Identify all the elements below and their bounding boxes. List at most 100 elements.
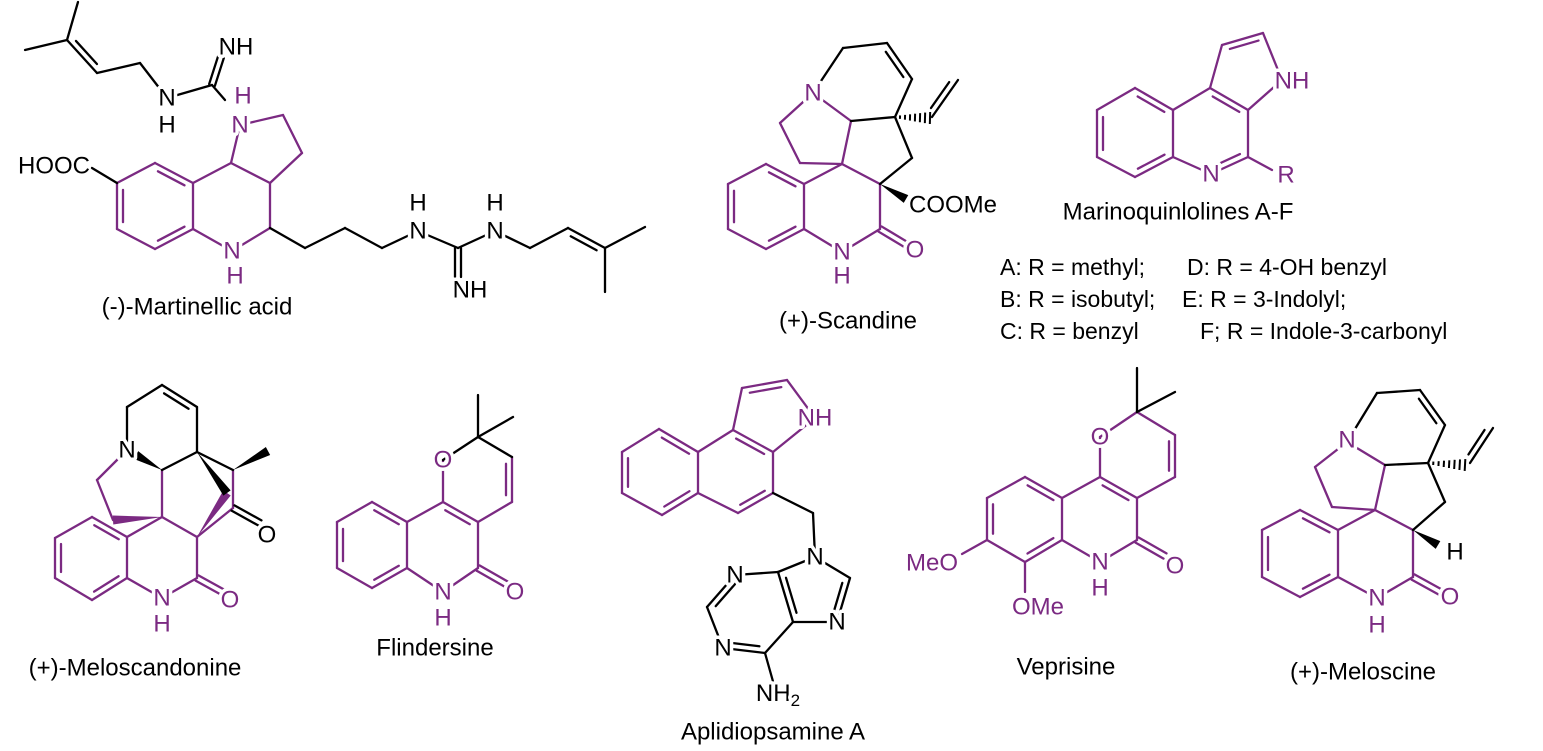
bond <box>763 620 795 655</box>
double-bond-inner <box>1136 95 1166 114</box>
bond <box>191 227 234 253</box>
atom-o: O <box>906 237 925 264</box>
compound-name-scandine: (+)-Scandine <box>779 308 917 335</box>
bond <box>238 113 285 127</box>
bond <box>893 115 914 160</box>
bond <box>893 77 914 119</box>
atom-h: H <box>434 605 451 632</box>
meo-label: MeO <box>906 550 958 577</box>
atom-n: N <box>726 562 743 589</box>
bond <box>657 427 700 454</box>
bond <box>878 156 914 186</box>
bond <box>620 427 661 454</box>
bond <box>696 428 735 454</box>
atom-h: H <box>226 263 243 290</box>
atom-n: N <box>1202 161 1219 188</box>
bond <box>370 566 409 590</box>
nh2-subscript: 2 <box>791 691 800 710</box>
bond <box>115 161 157 185</box>
bond <box>476 415 515 439</box>
bond <box>213 56 226 88</box>
bond <box>840 119 853 166</box>
legend-entry-d: D: R = 4-OH benzyl <box>1187 254 1387 280</box>
bond <box>811 91 853 123</box>
bond <box>1220 31 1265 47</box>
bond <box>1336 575 1379 600</box>
martinellic-acid-structure: HOOC N H N H N H N H NH NH N H (-)-Marti… <box>18 30 507 321</box>
bond <box>885 41 914 81</box>
bond <box>207 54 220 86</box>
bond <box>303 226 347 250</box>
scandine-structure: N O N H COOMe (+)-Scandine <box>779 76 997 335</box>
atom-nh2: NH2 <box>756 680 800 710</box>
bond <box>160 576 199 600</box>
atom-n: N <box>804 80 821 107</box>
bond <box>194 579 226 598</box>
atom-h: H <box>1091 575 1108 602</box>
bond <box>115 227 157 251</box>
bond <box>771 491 815 515</box>
bond <box>1246 78 1284 112</box>
double-bond-inner <box>1212 152 1242 168</box>
veprisine-structure: O O N H MeO OMe Veprisine <box>903 420 1188 681</box>
bond <box>1426 461 1447 504</box>
double-bond-inner <box>1417 397 1438 425</box>
flindersine-structure: O O N H Flindersine <box>376 443 528 662</box>
bond <box>1336 508 1377 532</box>
bond <box>1098 538 1139 564</box>
bond <box>125 515 164 539</box>
bond <box>416 229 460 250</box>
atom-o: O <box>1166 553 1185 580</box>
double-bond-inner <box>1026 536 1055 555</box>
bond <box>778 91 815 125</box>
bond <box>53 515 94 540</box>
bond <box>95 478 115 522</box>
bond <box>1260 575 1302 599</box>
atom-n: N <box>118 437 135 464</box>
double-bond-inner <box>748 385 783 394</box>
atom-o: O <box>1441 584 1460 611</box>
double-bond-inner <box>714 582 737 608</box>
bond <box>802 227 844 254</box>
compound-name-martinellic-acid: (-)-Martinellic acid <box>102 294 293 321</box>
bond <box>23 38 69 52</box>
bond <box>1023 475 1064 500</box>
atom-n: N <box>828 609 845 636</box>
double-bond-inner <box>739 489 766 506</box>
bond <box>1411 500 1447 532</box>
double-bond-inner <box>162 392 190 410</box>
atom-n: N <box>806 544 823 571</box>
atom-n: N <box>223 238 240 265</box>
double-bond-inner <box>373 509 400 526</box>
bond <box>960 538 989 556</box>
bond <box>230 509 260 527</box>
bond <box>877 230 910 251</box>
bond <box>705 605 725 650</box>
bond <box>268 151 304 185</box>
compound-name-meloscandonine: (+)-Meloscandonine <box>29 655 242 682</box>
bond <box>731 428 775 454</box>
atom-n: N <box>434 579 451 606</box>
atom-n: N <box>1368 585 1385 612</box>
atom-h: H <box>1368 612 1385 639</box>
double-bond-inner <box>569 235 598 252</box>
bond <box>441 566 480 594</box>
bond <box>281 113 304 155</box>
atom-h: H <box>1446 539 1463 566</box>
atom-n: N <box>153 585 170 612</box>
double-bond-inner <box>767 171 797 188</box>
bond <box>813 555 852 580</box>
bond <box>230 226 272 253</box>
atom-o: O <box>1091 424 1110 451</box>
bond <box>849 115 897 123</box>
ome-label: OMe <box>1012 594 1064 621</box>
bond <box>1313 440 1349 469</box>
bond <box>343 226 384 250</box>
nh2-base: NH <box>756 680 791 707</box>
bond <box>90 166 119 185</box>
bond <box>165 83 214 100</box>
legend-entry-a: A: R = methyl; <box>1000 254 1145 280</box>
bond <box>478 564 509 583</box>
atom-h: H <box>153 611 170 638</box>
